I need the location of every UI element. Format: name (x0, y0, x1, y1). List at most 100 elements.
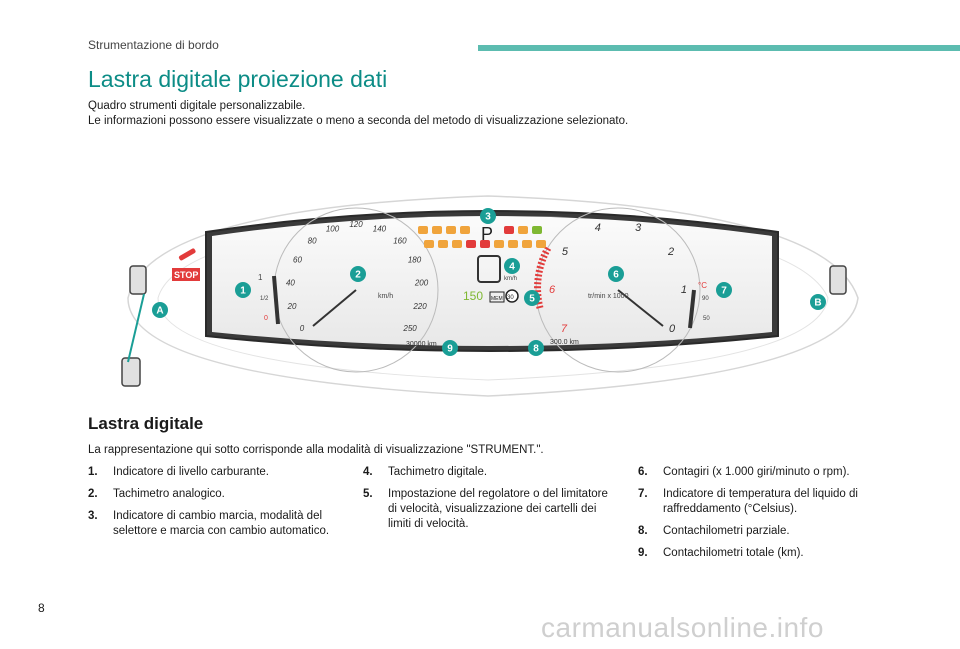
section-label: Strumentazione di bordo (88, 38, 219, 52)
speed-tick-label: 220 (412, 302, 427, 311)
rpm-tick-label: 1 (681, 284, 687, 296)
callout-label: 4 (509, 262, 515, 273)
right-stalk (829, 265, 847, 295)
callout-label: 6 (613, 270, 619, 281)
temp-high: 90 (702, 296, 709, 302)
rpm-tick-label: 6 (549, 284, 556, 296)
odometer-total: 30000 km (406, 341, 437, 348)
limiter-mem-box (489, 291, 505, 303)
speedometer-needle (312, 289, 357, 327)
warning-lamps (418, 226, 546, 248)
callout-marker (442, 340, 458, 356)
speed-tick-label: 40 (286, 278, 295, 287)
legend-item: 3.Indicatore di cambio marcia, modalità … (88, 510, 330, 537)
callout-marker (235, 282, 251, 298)
callout-marker (810, 294, 826, 310)
speed-tick-label: 200 (414, 278, 429, 287)
legend-item: 1.Indicatore di livello carburante. (88, 466, 269, 478)
temp-low: 50 (703, 316, 710, 322)
intro-line-2: Le informazioni possono essere visualizz… (88, 115, 629, 127)
callout-a-pointer (127, 293, 145, 363)
fuel-half: 1/2 (260, 296, 269, 302)
stop-warning: STOP (174, 270, 198, 280)
wrench-icon (178, 248, 196, 261)
redline-arc (534, 246, 552, 309)
tachometer-dial (535, 207, 701, 373)
rpm-tick-label: 3 (635, 222, 642, 234)
header: Strumentazione di bordo (0, 0, 960, 60)
rpm-unit-label: tr/min x 1000 (588, 293, 629, 300)
legend-item: 4.Tachimetro digitale. (363, 466, 488, 478)
lower-left-stalk (121, 357, 141, 387)
limiter-mem: MEM (491, 296, 503, 302)
legend-item: 6.Contagiri (x 1.000 giri/minuto o rpm). (638, 466, 850, 478)
digital-speed-unit: km/h (504, 276, 517, 282)
page-title: Lastra digitale proiezione dati (88, 66, 388, 92)
speed-tick-label: 180 (408, 256, 422, 265)
temp-unit: °C (698, 281, 707, 290)
speed-tick-label: 0 (300, 324, 305, 333)
digital-speed-box (477, 255, 501, 283)
speed-tick-label: 80 (308, 237, 317, 246)
callout-label: 9 (447, 344, 453, 355)
speed-tick-label: 140 (373, 224, 387, 233)
accent-bar (478, 45, 960, 51)
legend-column-1: 1.Indicatore di livello carburante. 2.Ta… (88, 465, 333, 546)
gear-indicator: P (481, 224, 493, 244)
callout-marker (528, 340, 544, 356)
speed-sign (505, 289, 519, 303)
speed-tick-label: 60 (293, 256, 302, 265)
speed-unit-label: km/h (378, 293, 393, 300)
speed-tick-label: 250 (402, 324, 417, 333)
speed-tick-label: 20 (287, 302, 297, 311)
callout-marker (608, 266, 624, 282)
legend-item: 2.Tachimetro analogico. (88, 488, 225, 500)
section-description: La rappresentazione qui sotto corrispond… (88, 444, 544, 456)
legend-item: 8.Contachilometri parziale. (638, 525, 790, 537)
fuel-empty: 0 (264, 315, 268, 322)
limiter-speed: 150 (463, 289, 483, 303)
fuel-gauge-bar (272, 275, 280, 325)
speed-tick-label: 160 (393, 237, 407, 246)
callout-label: 8 (533, 344, 539, 355)
rpm-tick-label: 5 (562, 246, 569, 258)
callout-marker (504, 258, 520, 274)
callout-label: 1 (240, 286, 246, 297)
legend-item: 7.Indicatore di temperatura del liquido … (638, 488, 858, 515)
rpm-tick-label: 7 (561, 323, 568, 335)
section-title: Lastra digitale (88, 414, 204, 433)
callout-label: 2 (355, 270, 361, 281)
callout-marker (524, 290, 540, 306)
left-stalk (129, 265, 147, 295)
callout-label: 7 (721, 286, 727, 297)
callout-marker (152, 302, 168, 318)
intro-line-1: Quadro strumenti digitale personalizzabi… (88, 100, 306, 112)
watermark: carmanualsonline.info (541, 612, 824, 643)
rpm-tick-label: 0 (669, 323, 676, 335)
legend-column-3: 6.Contagiri (x 1.000 giri/minuto o rpm).… (638, 465, 878, 568)
rpm-tick-label: 2 (667, 246, 674, 258)
speed-tick-label: 120 (349, 220, 363, 229)
tachometer-needle (617, 289, 664, 327)
callout-label: 5 (529, 294, 535, 305)
fuel-full: 1 (258, 273, 263, 282)
legend-item: 5.Impostazione del regolatore o del limi… (363, 488, 608, 530)
odometer-trip: 300.0 km (550, 339, 579, 346)
legend-item: 9.Contachilometri totale (km). (638, 547, 804, 559)
speed-sign-value: 30 (507, 295, 514, 301)
speed-tick-label: 100 (326, 224, 340, 233)
stop-warning-box (172, 268, 200, 281)
callout-label: B (814, 298, 821, 309)
rpm-tick-label: 4 (595, 222, 601, 234)
temp-gauge-bar (688, 289, 696, 329)
callout-marker (350, 266, 366, 282)
callout-label: 3 (485, 212, 491, 223)
callout-label: A (156, 306, 163, 317)
callout-marker (480, 208, 496, 224)
page-number: 8 (38, 601, 45, 615)
legend-column-2: 4.Tachimetro digitale. 5.Impostazione de… (363, 465, 608, 539)
intro: Quadro strumenti digitale personalizzabi… (88, 99, 628, 129)
callout-marker (716, 282, 732, 298)
dashboard-outline (127, 195, 859, 397)
